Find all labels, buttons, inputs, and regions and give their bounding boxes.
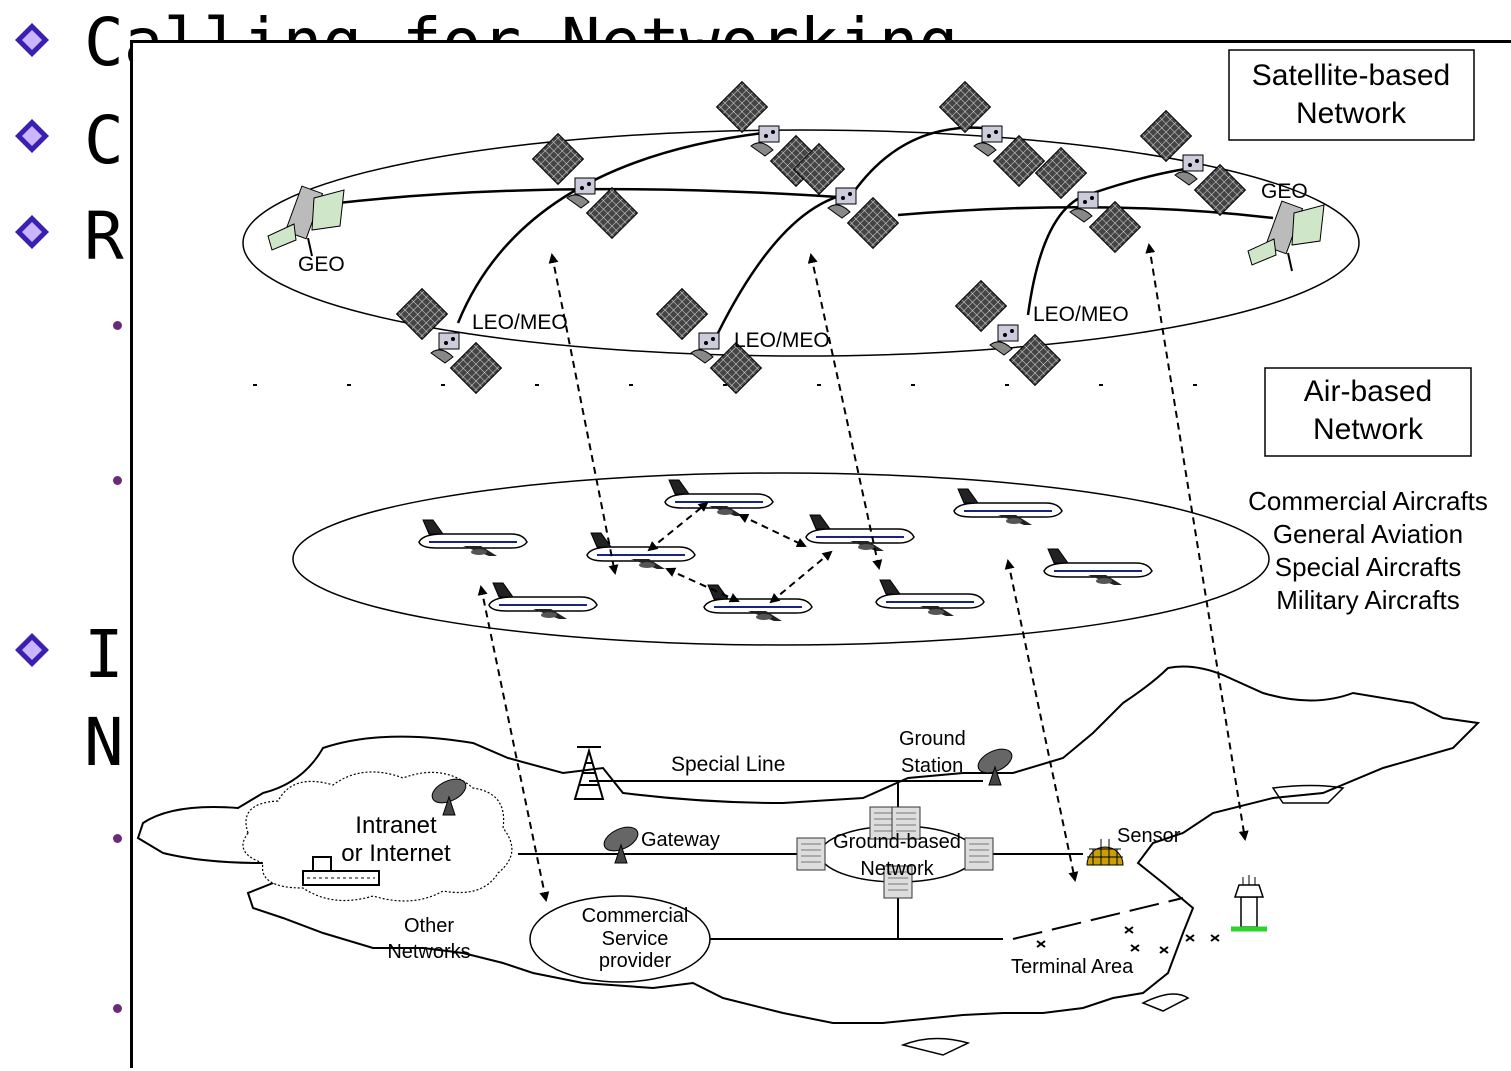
dashed-links (477, 243, 1249, 902)
island (1271, 784, 1345, 804)
leo-meo-label: LEO/MEO (472, 311, 568, 334)
geo-label-right: GEO (1261, 180, 1308, 203)
satellite-layer-ellipse (242, 129, 1360, 357)
diamond-bullet-icon (15, 119, 49, 153)
slide-heading-5: N (84, 704, 124, 781)
diamond-bullet-icon (15, 23, 49, 57)
server-icon (964, 837, 994, 871)
aircraft-icon (953, 488, 1063, 526)
slide-heading-3: R (84, 198, 124, 275)
sub-bullet-dot (113, 1004, 122, 1013)
air-network-label: Air-based (1304, 375, 1432, 408)
other-networks-label: Other (404, 915, 454, 937)
intranet-cloud (242, 771, 513, 902)
ground-station-label: Ground (899, 728, 966, 750)
satellite-network-box (1228, 49, 1475, 141)
aircraft-type-list: Commercial Aircrafts General Aviation Sp… (1248, 486, 1488, 615)
aircraft-icon (875, 579, 985, 617)
intranet-label: Intranet (355, 812, 437, 839)
ground-network-label: Ground-based (833, 831, 961, 853)
gateway-dish-icon (599, 821, 643, 864)
satellite-network-label: Satellite-based (1252, 59, 1450, 92)
diamond-bullet-icon (15, 215, 49, 249)
ground-network-label: Network (860, 858, 934, 880)
aircraft-icon (664, 479, 774, 517)
commercial-provider-label: Commercial (582, 905, 689, 927)
sub-bullet-dot (113, 476, 122, 485)
aircraft-type-item: Special Aircrafts (1275, 552, 1461, 582)
island (1141, 993, 1190, 1012)
aircraft-icon (805, 514, 915, 552)
sub-bullet-dot (113, 834, 122, 843)
aircraft-icon (586, 532, 696, 570)
commercial-provider-label: provider (599, 950, 672, 972)
other-networks-label: Networks (387, 941, 470, 963)
diamond-bullet-icon (15, 633, 49, 667)
intranet-label: or Internet (341, 840, 451, 867)
geo-satellite-icon (1247, 200, 1325, 272)
network-diagram-panel: GEO GEO LEO/MEO LEO/MEO LEO/MEO Satellit… (130, 40, 1511, 1068)
air-network-label: Network (1313, 413, 1424, 446)
satellite-network-label: Network (1296, 97, 1407, 130)
aircraft-icon (418, 519, 528, 557)
control-tower-icon (1231, 875, 1267, 932)
aircraft-icon (703, 584, 813, 622)
leo-meo-label: LEO/MEO (734, 329, 830, 352)
leo-meo-label: LEO/MEO (1033, 303, 1129, 326)
sub-bullet-dot (113, 321, 122, 330)
aircraft-icon (1043, 548, 1153, 586)
commercial-provider-ellipse (529, 895, 711, 983)
air-layer-ellipse (292, 472, 1270, 646)
sensor-label: Sensor (1117, 825, 1181, 847)
ground-station-dish-icon (973, 743, 1017, 786)
ground-landmass (136, 665, 1481, 1024)
network-diagram: GEO GEO LEO/MEO LEO/MEO LEO/MEO Satellit… (136, 49, 1488, 1056)
radio-tower-icon (573, 746, 605, 800)
leo-satellite-icon (396, 288, 502, 394)
ground-station-label: Station (901, 755, 963, 777)
aircraft-type-item: General Aviation (1273, 519, 1463, 549)
gateway-label: Gateway (641, 829, 720, 851)
air-network-box (1264, 367, 1472, 457)
terminal-area-label: Terminal Area (1011, 956, 1134, 978)
geo-satellite-icon (267, 185, 345, 257)
slide-heading-2: C (84, 102, 124, 179)
leo-satellite-icon (1035, 147, 1141, 253)
geo-label-left: GEO (298, 253, 345, 276)
slide-heading-4: I (84, 616, 124, 693)
aircraft-type-item: Military Aircrafts (1276, 585, 1459, 615)
runway-markers (1036, 926, 1220, 954)
airport-terminal-icon (302, 856, 380, 886)
radar-sensor-icon (1086, 839, 1124, 866)
server-icon (796, 837, 826, 871)
leo-satellite-icon (955, 280, 1061, 386)
special-line-label: Special Line (671, 753, 785, 776)
commercial-provider-label: Service (602, 928, 669, 950)
leo-satellite-icon (532, 133, 638, 239)
island (900, 1037, 971, 1056)
aircraft-type-item: Commercial Aircrafts (1248, 486, 1488, 516)
aircraft-icon (488, 582, 598, 620)
